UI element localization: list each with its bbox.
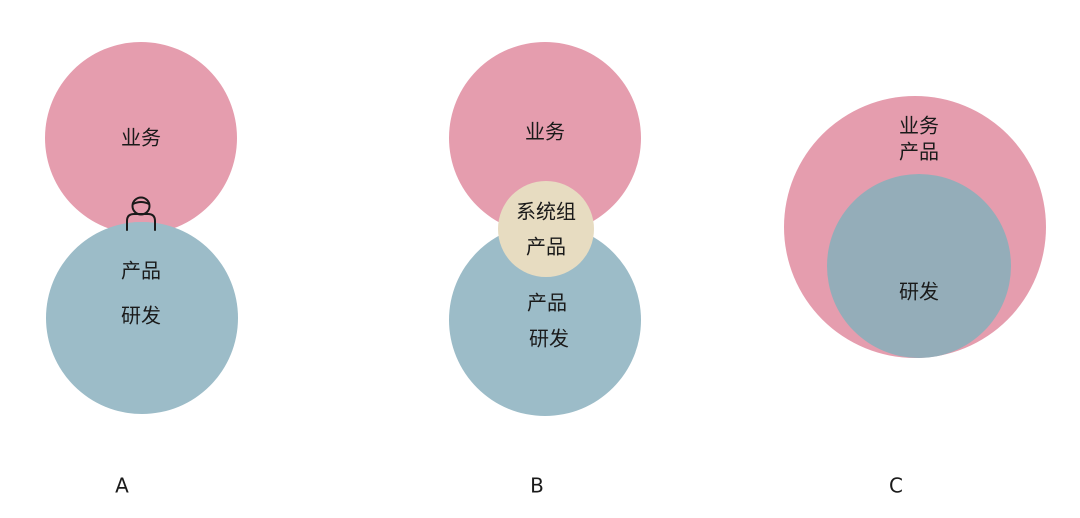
- panel-b-system-product-label: 产品: [526, 235, 566, 259]
- panel-c-product-label: 产品: [899, 140, 939, 164]
- panel-b: 业务 系统组 产品 产品 研发 B: [449, 42, 641, 498]
- panel-a-product-label: 产品: [121, 259, 161, 283]
- panel-a-label: A: [115, 474, 129, 498]
- panel-c-rnd-label: 研发: [899, 280, 939, 304]
- panel-a-rnd-circle: [46, 222, 238, 414]
- panel-c-business-label: 业务: [899, 114, 939, 138]
- panel-b-rnd-label: 研发: [529, 327, 569, 351]
- panel-a-rnd-label: 研发: [121, 304, 161, 328]
- panel-b-product-label: 产品: [527, 291, 567, 315]
- panel-b-business-label: 业务: [525, 120, 565, 144]
- panel-b-label: B: [530, 474, 544, 498]
- panel-b-system-group-label: 系统组: [516, 200, 576, 224]
- panel-a: 业务 产品 研发 A: [45, 42, 238, 498]
- panel-b-rnd-circle: [449, 224, 641, 416]
- panel-a-business-label: 业务: [121, 126, 161, 150]
- panel-c-label: C: [889, 474, 903, 498]
- panel-a-business-circle: [45, 42, 237, 234]
- panel-b-system-group-circle: [498, 181, 594, 277]
- panel-c: 业务 产品 研发 C: [784, 96, 1046, 498]
- panel-c-inner-circle: [827, 174, 1011, 358]
- person-icon: [126, 196, 156, 231]
- panel-b-business-circle: [449, 42, 641, 234]
